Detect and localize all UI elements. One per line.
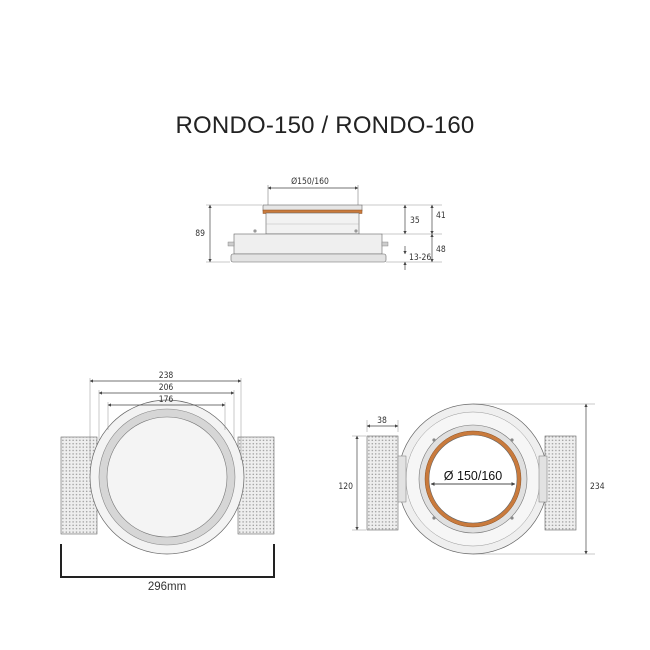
top-total-height: 234 [590, 482, 605, 492]
side-height-top: 41 [436, 211, 446, 221]
side-height-collar: 35 [410, 216, 420, 226]
side-height-total: 89 [195, 229, 205, 239]
front-inner-disc [106, 416, 228, 538]
front-width-outer: 238 [159, 371, 174, 381]
total-width-bracket [60, 544, 275, 578]
side-height-bottom: 48 [436, 245, 446, 255]
top-right-bracket [544, 435, 577, 531]
front-width-inner: 176 [159, 395, 174, 405]
housing-body [233, 233, 383, 255]
side-gap-range: 13-26 [409, 253, 431, 263]
housing-flange [230, 253, 387, 263]
top-opening [428, 434, 518, 524]
front-view: 238 206 176 296mm [60, 371, 275, 593]
top-bracket-width: 38 [377, 416, 387, 426]
top-view: Ø 150/160 38 120 234 [338, 403, 605, 555]
collar-body [265, 212, 360, 235]
top-diameter-label: Ø 150/160 [444, 469, 502, 483]
front-total-width: 296mm [148, 581, 186, 593]
side-view: Ø150/160 89 35 41 [195, 176, 446, 270]
top-bracket-height: 120 [338, 482, 353, 492]
drawing-title: RONDO-150 / RONDO-160 [175, 112, 475, 139]
front-width-mid: 206 [159, 383, 174, 393]
top-left-bracket [366, 435, 399, 531]
side-diameter-label: Ø150/160 [291, 176, 329, 187]
